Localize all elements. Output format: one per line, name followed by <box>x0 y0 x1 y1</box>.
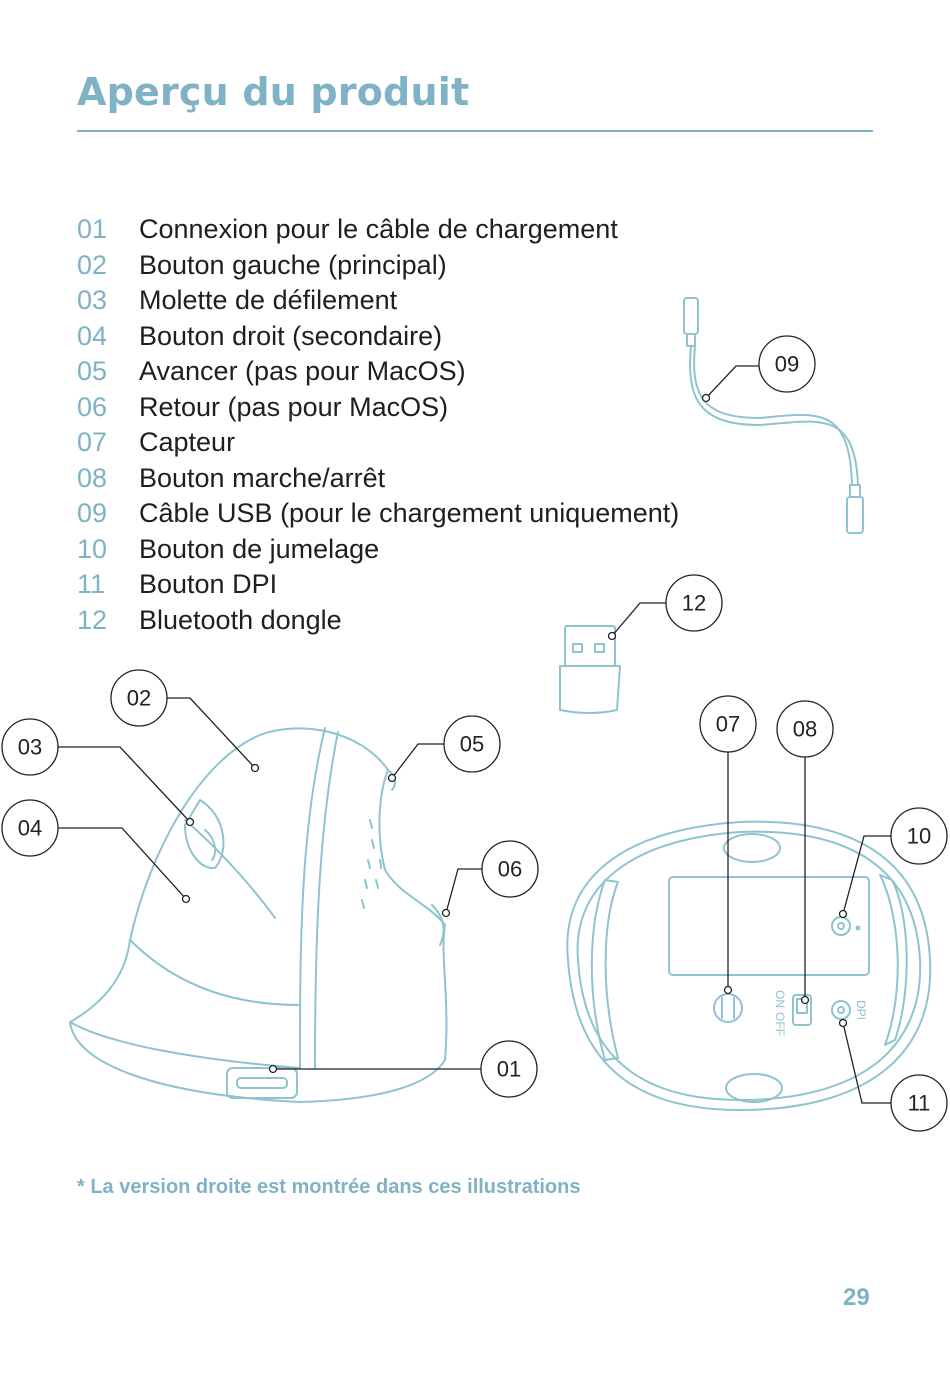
off-label: OFF <box>773 1012 787 1036</box>
list-item: 12 Bluetooth dongle <box>77 603 679 639</box>
part-number: 11 <box>77 569 106 599</box>
list-item: 04 Bouton droit (secondaire) <box>77 319 679 355</box>
list-item: 03 Molette de défilement <box>77 283 679 319</box>
part-label: Molette de défilement <box>139 285 398 315</box>
callout-02: 02 <box>127 686 151 711</box>
mouse-bottom-illustration <box>566 820 932 1111</box>
callout-09: 09 <box>775 352 799 377</box>
list-item: 02 Bouton gauche (principal) <box>77 248 679 284</box>
part-number: 07 <box>77 427 108 457</box>
part-number: 08 <box>77 462 108 493</box>
callout-10: 10 <box>907 824 931 849</box>
callout-11: 11 <box>908 1091 931 1116</box>
part-number: 02 <box>77 249 108 280</box>
part-label: Bluetooth dongle <box>139 604 342 635</box>
mouse-side-illustration <box>69 727 448 1103</box>
callout-05: 05 <box>460 732 484 757</box>
on-label: ON <box>773 990 787 1008</box>
dpi-label: DPI <box>854 1000 868 1020</box>
callout-12: 12 <box>682 591 706 616</box>
footnote: * La version droite est montrée dans ces… <box>77 1176 581 1198</box>
part-number: 01 <box>77 214 108 244</box>
part-label: Bouton de jumelage <box>139 533 380 564</box>
part-label: Bouton gauche (principal) <box>139 249 447 280</box>
part-label: Bouton DPI <box>139 569 278 599</box>
list-item: 09 Câble USB (pour le chargement uniqueme… <box>77 496 679 532</box>
part-label: Bouton droit (secondaire) <box>139 320 443 351</box>
part-label: Câble USB (pour le chargement uniquement… <box>139 498 680 528</box>
part-label: Avancer (pas pour MacOS) <box>139 356 466 386</box>
list-item: 07 Capteur <box>77 425 679 461</box>
part-label: Capteur <box>139 427 236 457</box>
part-number: 04 <box>77 320 108 351</box>
callout-03: 03 <box>18 735 42 760</box>
callout-07: 07 <box>716 712 740 737</box>
part-number: 05 <box>77 356 108 386</box>
list-item: 06 Retour (pas pour MacOS) <box>77 390 679 426</box>
part-label: Connexion pour le câble de chargement <box>139 214 618 244</box>
part-label: Bouton marche/arrêt <box>139 462 386 493</box>
callout-01: 01 <box>497 1057 521 1082</box>
title-underline <box>77 130 873 132</box>
part-label: Retour (pas pour MacOS) <box>139 391 449 422</box>
part-number: 06 <box>77 391 108 422</box>
list-item: 05 Avancer (pas pour MacOS) <box>77 354 679 390</box>
page-number: 29 <box>843 1284 870 1311</box>
part-number: 10 <box>77 533 108 564</box>
part-number: 03 <box>77 285 108 315</box>
callout-06: 06 <box>498 857 522 882</box>
page-title: Aperçu du produit <box>77 70 470 114</box>
list-item: 11 Bouton DPI <box>77 567 679 603</box>
list-item: 08 Bouton marche/arrêt <box>77 461 679 497</box>
callout-08: 08 <box>793 717 817 742</box>
part-number: 09 <box>77 498 108 528</box>
list-item: 01 Connexion pour le câble de chargement <box>77 212 679 248</box>
usb-cable-illustration <box>683 297 864 534</box>
dongle-illustration <box>559 625 621 714</box>
callout-04: 04 <box>18 816 42 841</box>
part-number: 12 <box>77 604 108 635</box>
list-item: 10 Bouton de jumelage <box>77 532 679 568</box>
